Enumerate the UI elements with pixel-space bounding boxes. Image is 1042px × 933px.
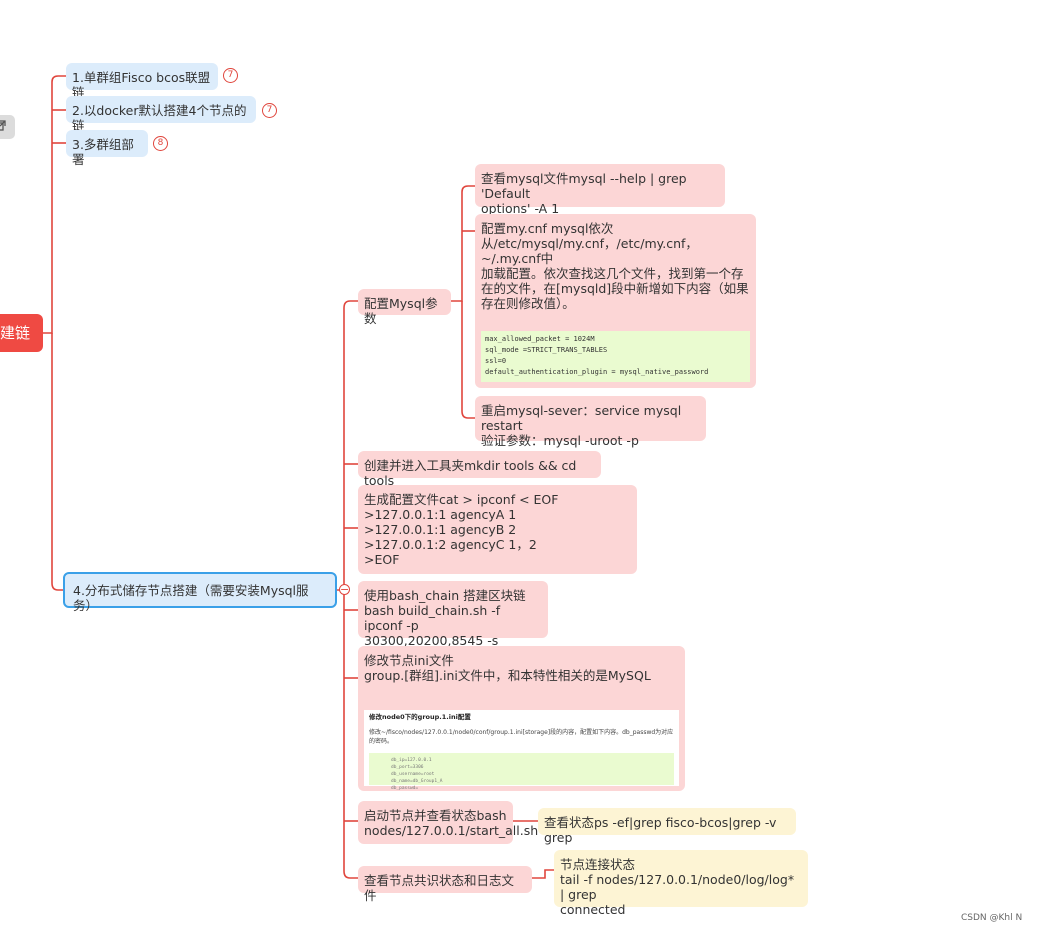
branch-multi-group[interactable]: 3.多群组部署: [66, 130, 148, 167]
consensus-log-node[interactable]: 节点连接状态 tail -f nodes/127.0.0.1/node0/log…: [554, 850, 808, 917]
collapse-toggle[interactable]: −: [339, 583, 350, 596]
ini-snapshot-image: 修改node0下的group.1.ini配置 修改~/fisco/nodes/1…: [364, 710, 679, 791]
mysql-config-node[interactable]: 配置Mysql参数: [358, 289, 451, 326]
tools-dir-node[interactable]: 创建并进入工具夹mkdir tools && cd tools: [358, 451, 601, 488]
branch-distributed-storage[interactable]: 4.分布式储存节点搭建（需要安装Mysql服务）: [63, 572, 337, 613]
root-node[interactable]: 建链: [0, 314, 43, 352]
mysql-restart-node[interactable]: 重启mysql-sever：service mysql restart 验证参数…: [475, 396, 706, 448]
ini-snapshot-text: 修改~/fisco/nodes/127.0.0.1/node0/conf/gro…: [369, 729, 674, 745]
branch-count-badge[interactable]: 8: [153, 136, 168, 151]
branch-single-group[interactable]: 1.单群组Fisco bcos联盟链: [66, 63, 218, 100]
watermark: CSDN @Khl N: [961, 913, 1023, 923]
branch-count-badge[interactable]: 7: [262, 103, 277, 118]
mysql-cnf-code: max_allowed_packet = 1024M sql_mode =STR…: [481, 331, 750, 382]
ipconf-node[interactable]: 生成配置文件cat > ipconf < EOF >127.0.0.1:1 ag…: [358, 485, 637, 574]
start-nodes-node[interactable]: 启动节点并查看状态bash nodes/127.0.0.1/start_all.…: [358, 801, 538, 844]
mysql-cnf-text: 配置my.cnf mysql依次 从/etc/mysql/my.cnf，/etc…: [481, 221, 749, 311]
consensus-node[interactable]: 查看节点共识状态和日志文件: [358, 866, 532, 903]
external-link-icon: [0, 120, 6, 131]
ini-snapshot-code: db_ip=127.0.0.1 db_port=3306 db_username…: [369, 753, 674, 791]
mysql-view-files-node[interactable]: 查看mysql文件mysql --help | grep 'Default op…: [475, 164, 725, 216]
check-status-node[interactable]: 查看状态ps -ef|grep fisco-bcos|grep -v grep: [538, 808, 796, 845]
build-chain-node[interactable]: 使用bash_chain 搭建区块链 bash build_chain.sh -…: [358, 581, 548, 663]
branch-count-badge[interactable]: 7: [223, 68, 238, 83]
ini-snapshot-title: 修改node0下的group.1.ini配置: [369, 713, 471, 721]
external-link-button[interactable]: [0, 115, 15, 139]
branch-docker-chain[interactable]: 2.以docker默认搭建4个节点的链: [66, 96, 256, 133]
ini-node-text: 修改节点ini文件 group.[群组].ini文件中，和本特性相关的是MySQ…: [364, 653, 651, 683]
